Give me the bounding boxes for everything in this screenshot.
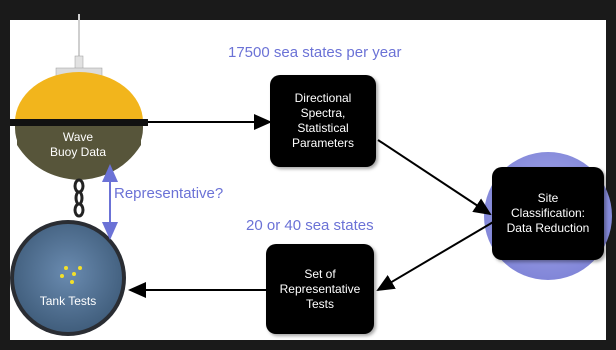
site-box-text: Site Classification: Data Reduction	[506, 191, 590, 235]
arrow-site-to-tests	[376, 217, 501, 292]
spectra-box-text: Directional Spectra, Statistical Paramet…	[291, 91, 355, 150]
arrow-spectra-to-site	[377, 139, 492, 216]
buoy-chain	[73, 178, 85, 218]
buoy-body	[10, 72, 148, 180]
tank-image	[10, 220, 126, 336]
top-rate-label: 17500 sea states per year	[228, 44, 402, 61]
buoy-label: Wave Buoy Data	[49, 130, 107, 159]
representative-question: Representative?	[114, 185, 224, 202]
tank-label: Tank Tests	[39, 294, 97, 308]
site-box: Site Classification: Data Reduction	[492, 167, 604, 260]
tests-box-text: Set of Representative Tests	[279, 266, 361, 311]
tests-box: Set of Representative Tests	[266, 244, 374, 334]
buoy-antenna	[55, 14, 103, 77]
bottom-rate-label: 20 or 40 sea states	[246, 217, 374, 234]
spectra-box: Directional Spectra, Statistical Paramet…	[270, 75, 376, 167]
